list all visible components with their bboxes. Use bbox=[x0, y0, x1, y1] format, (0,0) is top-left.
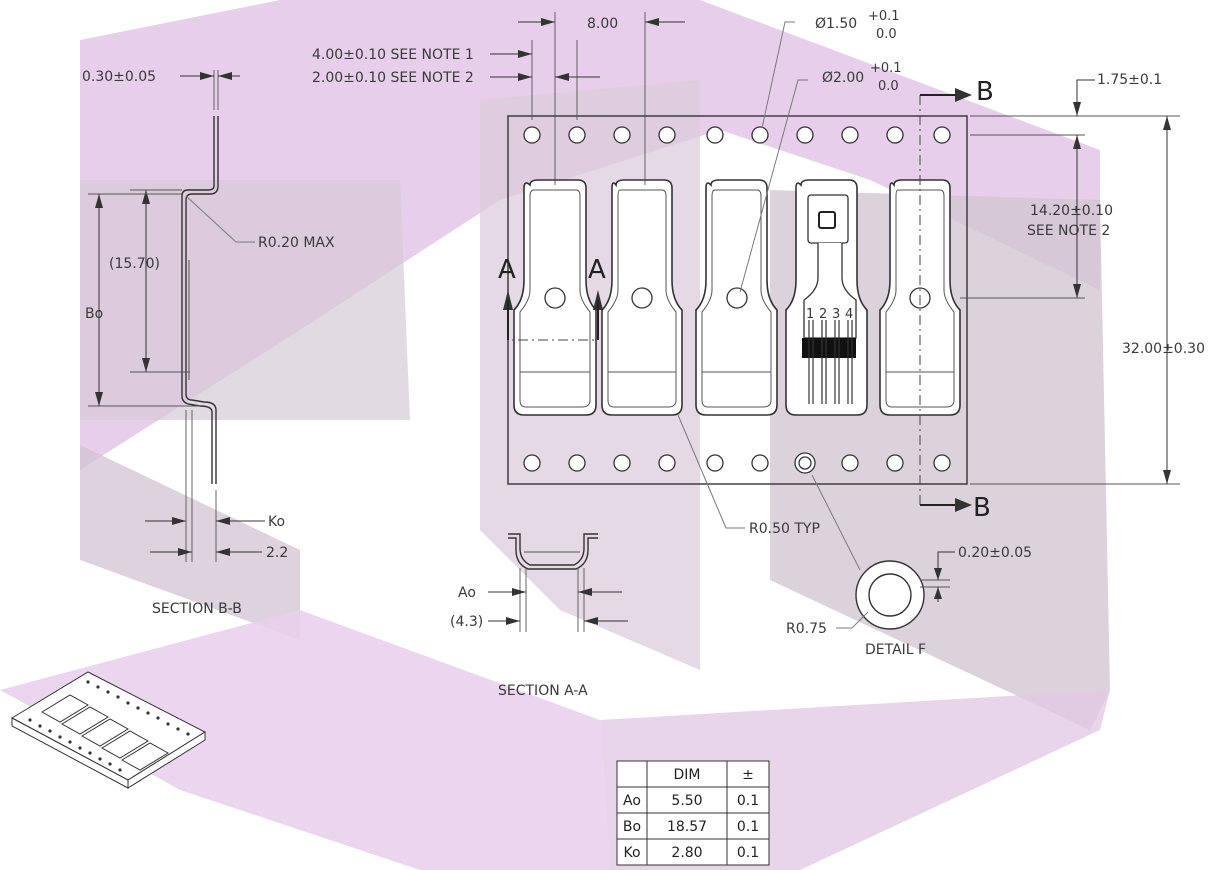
dim-detail-thickness-label: 0.20±0.05 bbox=[958, 545, 1032, 561]
section-aa-title: SECTION A-A bbox=[498, 683, 588, 699]
isometric-tape-thumbnail bbox=[10, 671, 207, 789]
cut-label-b-bottom: B bbox=[973, 493, 991, 523]
section-line-aa: A A bbox=[498, 255, 606, 341]
dimension-hole-to-center: 14.20±0.10 SEE NOTE 2 bbox=[960, 135, 1113, 299]
detail-f-view: 0.20±0.05 R0.75 DETAIL F bbox=[786, 474, 1032, 658]
pocket-3 bbox=[695, 179, 778, 416]
dim-pitch-label: 8.00 bbox=[587, 16, 618, 32]
table-row-ko-value: 2.80 bbox=[671, 845, 702, 861]
table-row-ko-tol: 0.1 bbox=[737, 845, 759, 861]
table-header-dim: DIM bbox=[674, 767, 701, 783]
detail-f-title: DETAIL F bbox=[865, 642, 926, 658]
dimension-sprocket-pitch: 4.00±0.10 SEE NOTE 1 2.00±0.10 SEE NOTE … bbox=[312, 40, 600, 120]
dim-ao-ref-label: (4.3) bbox=[450, 614, 483, 630]
cut-label-b-top: B bbox=[976, 77, 994, 107]
section-bb-title: SECTION B-B bbox=[152, 601, 242, 617]
dim-hole-to-center-label-2: SEE NOTE 2 bbox=[1027, 223, 1110, 239]
table-row-ao-tol: 0.1 bbox=[737, 793, 759, 809]
table-row-ao-value: 5.50 bbox=[671, 793, 702, 809]
dim-pocket-hole-tol-upper: +0.1 bbox=[870, 61, 902, 76]
dim-bo-label: Bo bbox=[85, 306, 103, 322]
dimension-pocket-hole: Ø2.00 +0.1 0.0 bbox=[739, 61, 902, 293]
dim-ao-label: Ao bbox=[458, 585, 476, 601]
table-row-bo-name: Bo bbox=[623, 819, 641, 835]
dim-thickness-label: 0.30±0.05 bbox=[82, 69, 156, 85]
table-row-bo-tol: 0.1 bbox=[737, 819, 759, 835]
component-body bbox=[802, 338, 856, 358]
dim-section-radius-label: R0.20 MAX bbox=[258, 235, 335, 251]
pin-number-1: 1 bbox=[806, 307, 814, 322]
section-bb-view: 0.30±0.05 R0.20 MAX (15.70) Bo Ko 2.2 SE… bbox=[82, 69, 335, 617]
sprocket-holes-top bbox=[523, 126, 951, 144]
dim-detail-radius-label: R0.75 bbox=[786, 621, 827, 637]
table-row-ao-name: Ao bbox=[623, 793, 641, 809]
dim-hole-tol-lower: 0.0 bbox=[876, 27, 897, 42]
dimension-pocket-radius: R0.50 TYP bbox=[677, 414, 820, 537]
pocket-2 bbox=[601, 179, 683, 416]
table-header-tolerance: ± bbox=[742, 767, 754, 783]
tape-top-view: 1 2 3 4 A A B B bbox=[498, 77, 994, 523]
dim-pocket-radius-label: R0.50 TYP bbox=[749, 521, 820, 537]
dim-tape-width-label: 32.00±0.30 bbox=[1122, 341, 1205, 357]
pocket-1 bbox=[513, 179, 597, 416]
dim-sprocket-pitch-label: 4.00±0.10 SEE NOTE 1 bbox=[312, 47, 474, 63]
dim-edge-to-hole-label: 1.75±0.1 bbox=[1097, 72, 1162, 88]
dim-hole-to-center-label-1: 14.20±0.10 bbox=[1030, 203, 1113, 219]
pin-number-4: 4 bbox=[845, 307, 853, 322]
cut-label-a-left: A bbox=[498, 255, 516, 285]
dim-ko-label: Ko bbox=[268, 514, 285, 530]
dim-hole-tol-upper: +0.1 bbox=[868, 9, 900, 24]
dim-k-total-label: 2.2 bbox=[266, 545, 288, 561]
dimension-pitch: 8.00 bbox=[518, 12, 685, 185]
section-aa-view: Ao (4.3) SECTION A-A bbox=[450, 533, 628, 699]
pin-number-2: 2 bbox=[819, 307, 827, 322]
dim-hole-diameter-label: Ø1.50 bbox=[815, 16, 857, 32]
section-line-bb: B B bbox=[919, 77, 994, 523]
sprocket-holes-bottom bbox=[523, 452, 951, 474]
dim-pocket-hole-tol-lower: 0.0 bbox=[878, 79, 899, 94]
dimension-table: DIM ± Ao 5.50 0.1 Bo 18.57 0.1 Ko 2.80 0… bbox=[616, 760, 770, 866]
dim-pocket-hole-label: Ø2.00 bbox=[822, 70, 864, 86]
dim-hole-offset-label: 2.00±0.10 SEE NOTE 2 bbox=[312, 70, 474, 86]
pocket-4-with-component: 1 2 3 4 bbox=[785, 179, 868, 416]
table-row-ko-name: Ko bbox=[623, 845, 640, 861]
pin-number-3: 3 bbox=[832, 307, 840, 322]
dim-bo-ref-label: (15.70) bbox=[109, 256, 160, 272]
dimension-tape-width: 32.00±0.30 bbox=[970, 116, 1205, 485]
cut-label-a-right: A bbox=[588, 255, 606, 285]
table-row-bo-value: 18.57 bbox=[667, 819, 707, 835]
dimension-hole-diameter: Ø1.50 +0.1 0.0 bbox=[761, 9, 900, 129]
